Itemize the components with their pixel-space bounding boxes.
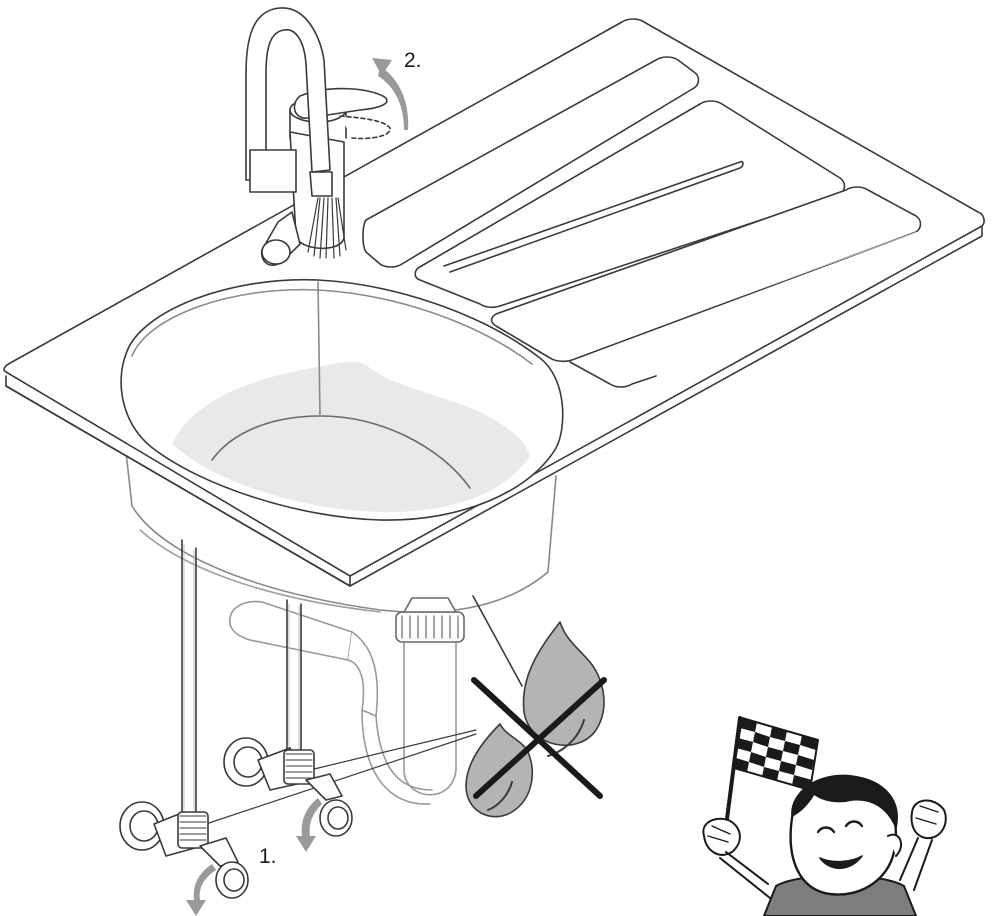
shutoff-valve-left [120,802,248,916]
shutoff-valve-right [224,738,352,852]
step-2-label: 2. [404,50,422,71]
checkered-flag-icon [734,718,818,790]
step-1-label: 1. [259,846,277,867]
supply-hose-left [182,540,196,812]
mascot-icon [703,718,945,916]
